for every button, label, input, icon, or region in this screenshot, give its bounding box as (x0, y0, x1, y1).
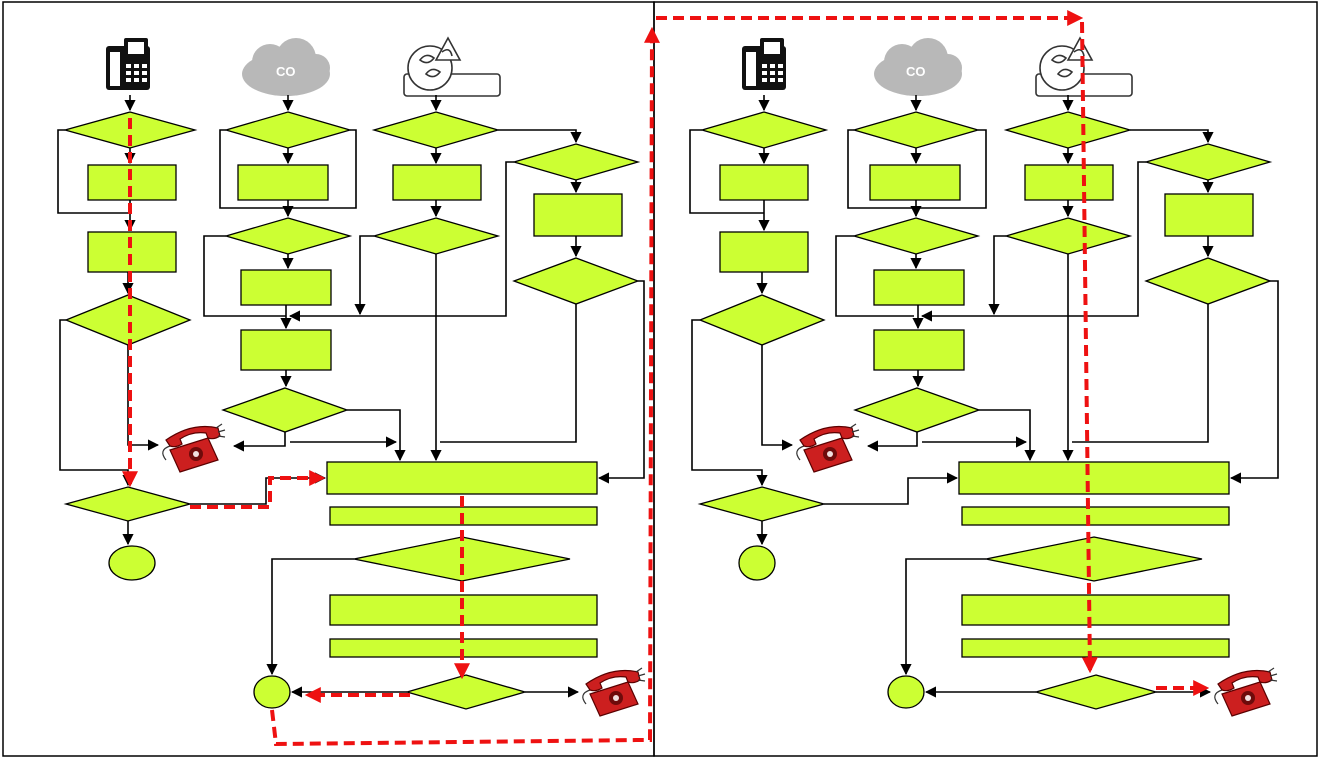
terminal-node (253, 675, 291, 709)
process-node (869, 164, 961, 201)
decision-node (221, 387, 349, 433)
process-node (719, 231, 809, 273)
desk-phone-icon (106, 38, 150, 90)
process-node (533, 193, 623, 237)
right-flowchart: CO (689, 37, 1279, 717)
decision-node (371, 111, 501, 149)
terminal-node (108, 545, 156, 581)
process-node (392, 164, 482, 201)
process-node (961, 638, 1230, 658)
process-node (961, 594, 1230, 626)
decision-node (853, 387, 981, 433)
decision-node (371, 217, 501, 255)
decision-node (1033, 674, 1159, 710)
decision-node (1144, 257, 1272, 305)
decision-node (1003, 111, 1133, 149)
process-node (873, 329, 965, 371)
decision-node (985, 536, 1203, 582)
decision-node (1003, 217, 1133, 255)
cloud-label: CO (276, 64, 296, 79)
decision-node (511, 143, 641, 181)
process-node (719, 164, 809, 201)
red-phone-icon (582, 667, 646, 717)
process-node (240, 269, 332, 306)
right-panel-frame (653, 1, 1318, 757)
red-phone-icon (162, 423, 226, 473)
cloud-co-icon: CO (242, 38, 330, 96)
decision-node (223, 217, 353, 255)
decision-node (1143, 143, 1273, 181)
process-node (873, 269, 965, 306)
red-phone-icon (1214, 667, 1278, 717)
decision-node (851, 111, 981, 149)
process-node (240, 329, 332, 371)
left-flowchart: CO (57, 37, 646, 717)
process-node (961, 506, 1230, 526)
red-phone-icon (796, 423, 860, 473)
process-node (1024, 164, 1114, 201)
decision-node (699, 111, 829, 149)
decision-node (63, 486, 193, 522)
decision-node (698, 294, 826, 346)
decision-node (404, 674, 528, 710)
decision-node (512, 257, 640, 305)
decision-node (851, 217, 981, 255)
cloud-label: CO (906, 64, 926, 79)
decision-node (64, 294, 192, 346)
process-node (326, 461, 598, 495)
process-node (237, 164, 329, 201)
process-node (958, 461, 1230, 495)
process-node (1164, 193, 1254, 237)
terminal-node (738, 545, 776, 581)
cloud-co-icon: CO (874, 38, 962, 96)
call-trace-path (122, 10, 1210, 747)
decision-node (697, 486, 827, 522)
terminal-node (887, 675, 925, 709)
desk-phone-icon (742, 38, 786, 90)
voicemail-alert-icon (403, 37, 501, 97)
decision-node (223, 111, 353, 149)
